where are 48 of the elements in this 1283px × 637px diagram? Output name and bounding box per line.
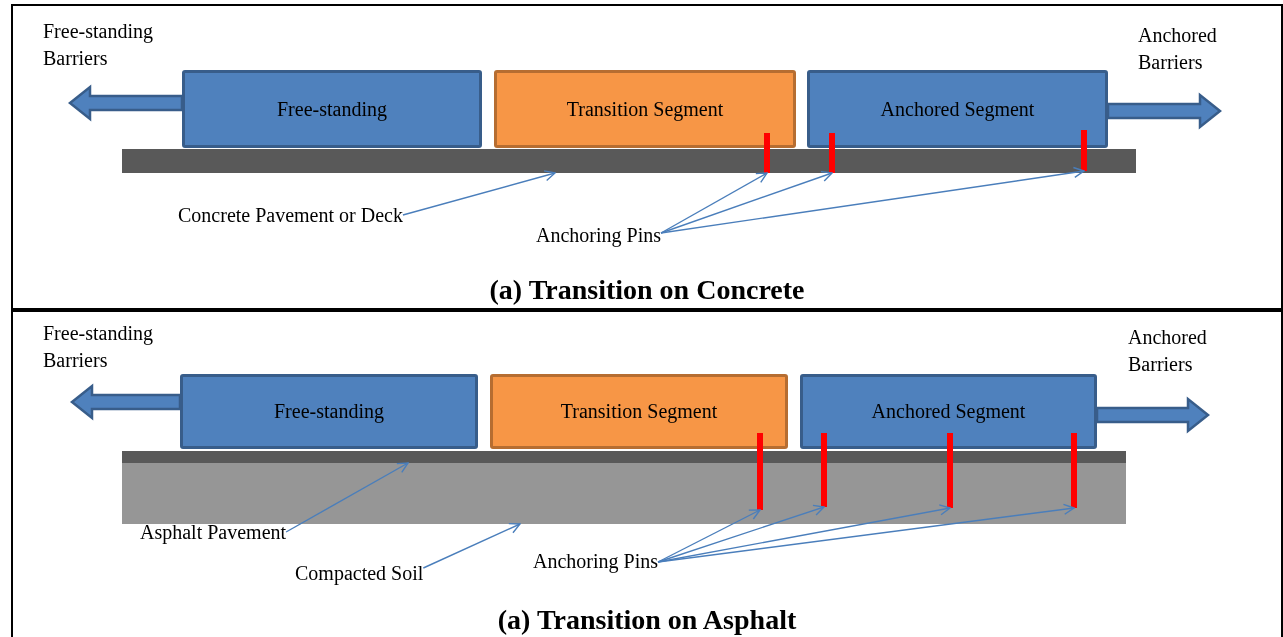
barrier-segment [182,70,482,148]
block-arrow [1095,396,1210,434]
segment-label: Transition Segment [566,97,724,121]
direction-label: Anchored Barriers [1128,325,1208,377]
barrier-segment [494,70,796,148]
callout-label: Anchoring Pins [536,222,661,250]
callout-label: Compacted Soil [295,560,424,588]
segment-label: Anchored Segment [871,400,1026,423]
leader-line [660,166,1085,234]
segment-label: Free-standing [274,400,384,423]
anchoring-pin [821,433,827,507]
anchoring-pin [947,433,953,508]
segment-label: Free-standing [277,97,387,121]
anchoring-pin [1081,130,1087,171]
panel-caption: (a) Transition on Asphalt [496,604,798,636]
soil-layer [122,463,1126,524]
anchoring-pin [764,133,770,173]
leader-line [402,170,556,216]
barrier-segment [807,70,1108,148]
block-arrow [1106,92,1222,130]
leader-line [657,503,1075,563]
anchoring-pin [1071,433,1077,508]
panel-caption: (a) Transition on Concrete [488,274,806,306]
anchoring-pin [757,433,763,510]
figure-panel [11,310,1283,637]
block-arrow [70,383,182,421]
leader-line [657,509,761,563]
segment-label: Anchored Segment [880,97,1035,121]
leader-line [657,504,825,563]
direction-label: Free-standing Barriers [43,19,154,71]
block-arrow [68,84,184,122]
direction-label: Anchored Barriers [1138,23,1218,75]
pavement-layer [122,451,1126,463]
leader-line [660,170,833,234]
leader-line [660,172,768,234]
barrier-segment [490,374,788,449]
figure-panel [11,4,1283,310]
barrier-segment [800,374,1097,449]
segment-label: Transition Segment [560,400,718,423]
pavement-layer [122,149,1136,173]
direction-label: Free-standing Barriers [43,321,154,373]
callout-label: Concrete Pavement or Deck [178,202,403,228]
callout-label: Asphalt Pavement [140,519,287,547]
barrier-segment [180,374,478,449]
leader-line [422,522,521,569]
callout-label: Anchoring Pins [533,548,658,576]
anchoring-pin [829,133,835,173]
leader-line [285,462,409,533]
